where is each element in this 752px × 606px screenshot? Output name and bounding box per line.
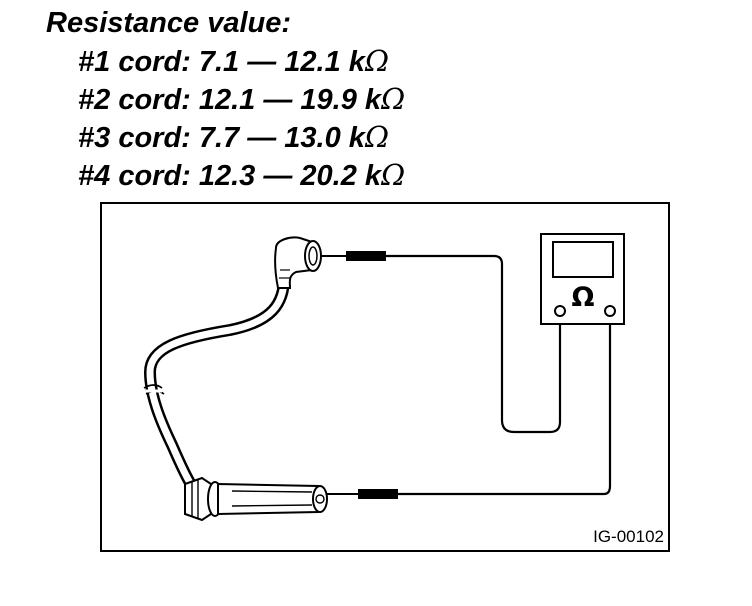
- spec-title: Resistance value:: [46, 7, 292, 39]
- meter-terminal-left: [554, 305, 566, 317]
- cord-1-unit: Ω: [364, 44, 389, 78]
- plug-boot-straight: [184, 476, 328, 522]
- lower-test-lead: [327, 318, 612, 499]
- cord-4-spec: #4 cord: 12.3 — 20.2 kΩ: [78, 156, 405, 195]
- meter-display: [552, 241, 614, 278]
- cord-4-unit: Ω: [381, 158, 406, 192]
- cord-1-range: #1 cord: 7.1 — 12.1 k: [78, 46, 365, 78]
- cord-2-range: #2 cord: 12.1 — 19.9 k: [78, 84, 382, 116]
- figure-frame: [100, 202, 670, 552]
- meter-terminal-right: [604, 305, 616, 317]
- spark-plug-cord: [143, 266, 291, 492]
- ohm-symbol: Ω: [572, 282, 595, 313]
- cord-3-range: #3 cord: 7.7 — 13.0 k: [78, 122, 365, 154]
- cord-4-range: #4 cord: 12.3 — 20.2 k: [78, 160, 382, 192]
- figure-id: IG-00102: [593, 527, 664, 546]
- upper-probe-tip: [346, 251, 386, 261]
- cord-2-spec: #2 cord: 12.1 — 19.9 kΩ: [78, 80, 405, 119]
- upper-test-lead: [320, 251, 562, 434]
- lower-probe-tip: [358, 489, 398, 499]
- resistance-spec: Resistance value: #1 cord: 7.1 — 12.1 kΩ…: [0, 0, 752, 192]
- cord-2-unit: Ω: [381, 82, 406, 116]
- ohmmeter: Ω: [540, 233, 625, 325]
- cord-1-spec: #1 cord: 7.1 — 12.1 kΩ: [78, 42, 389, 81]
- cord-3-unit: Ω: [364, 120, 389, 154]
- cord-3-spec: #3 cord: 7.7 — 13.0 kΩ: [78, 118, 389, 157]
- plug-boot-elbow: [274, 236, 322, 289]
